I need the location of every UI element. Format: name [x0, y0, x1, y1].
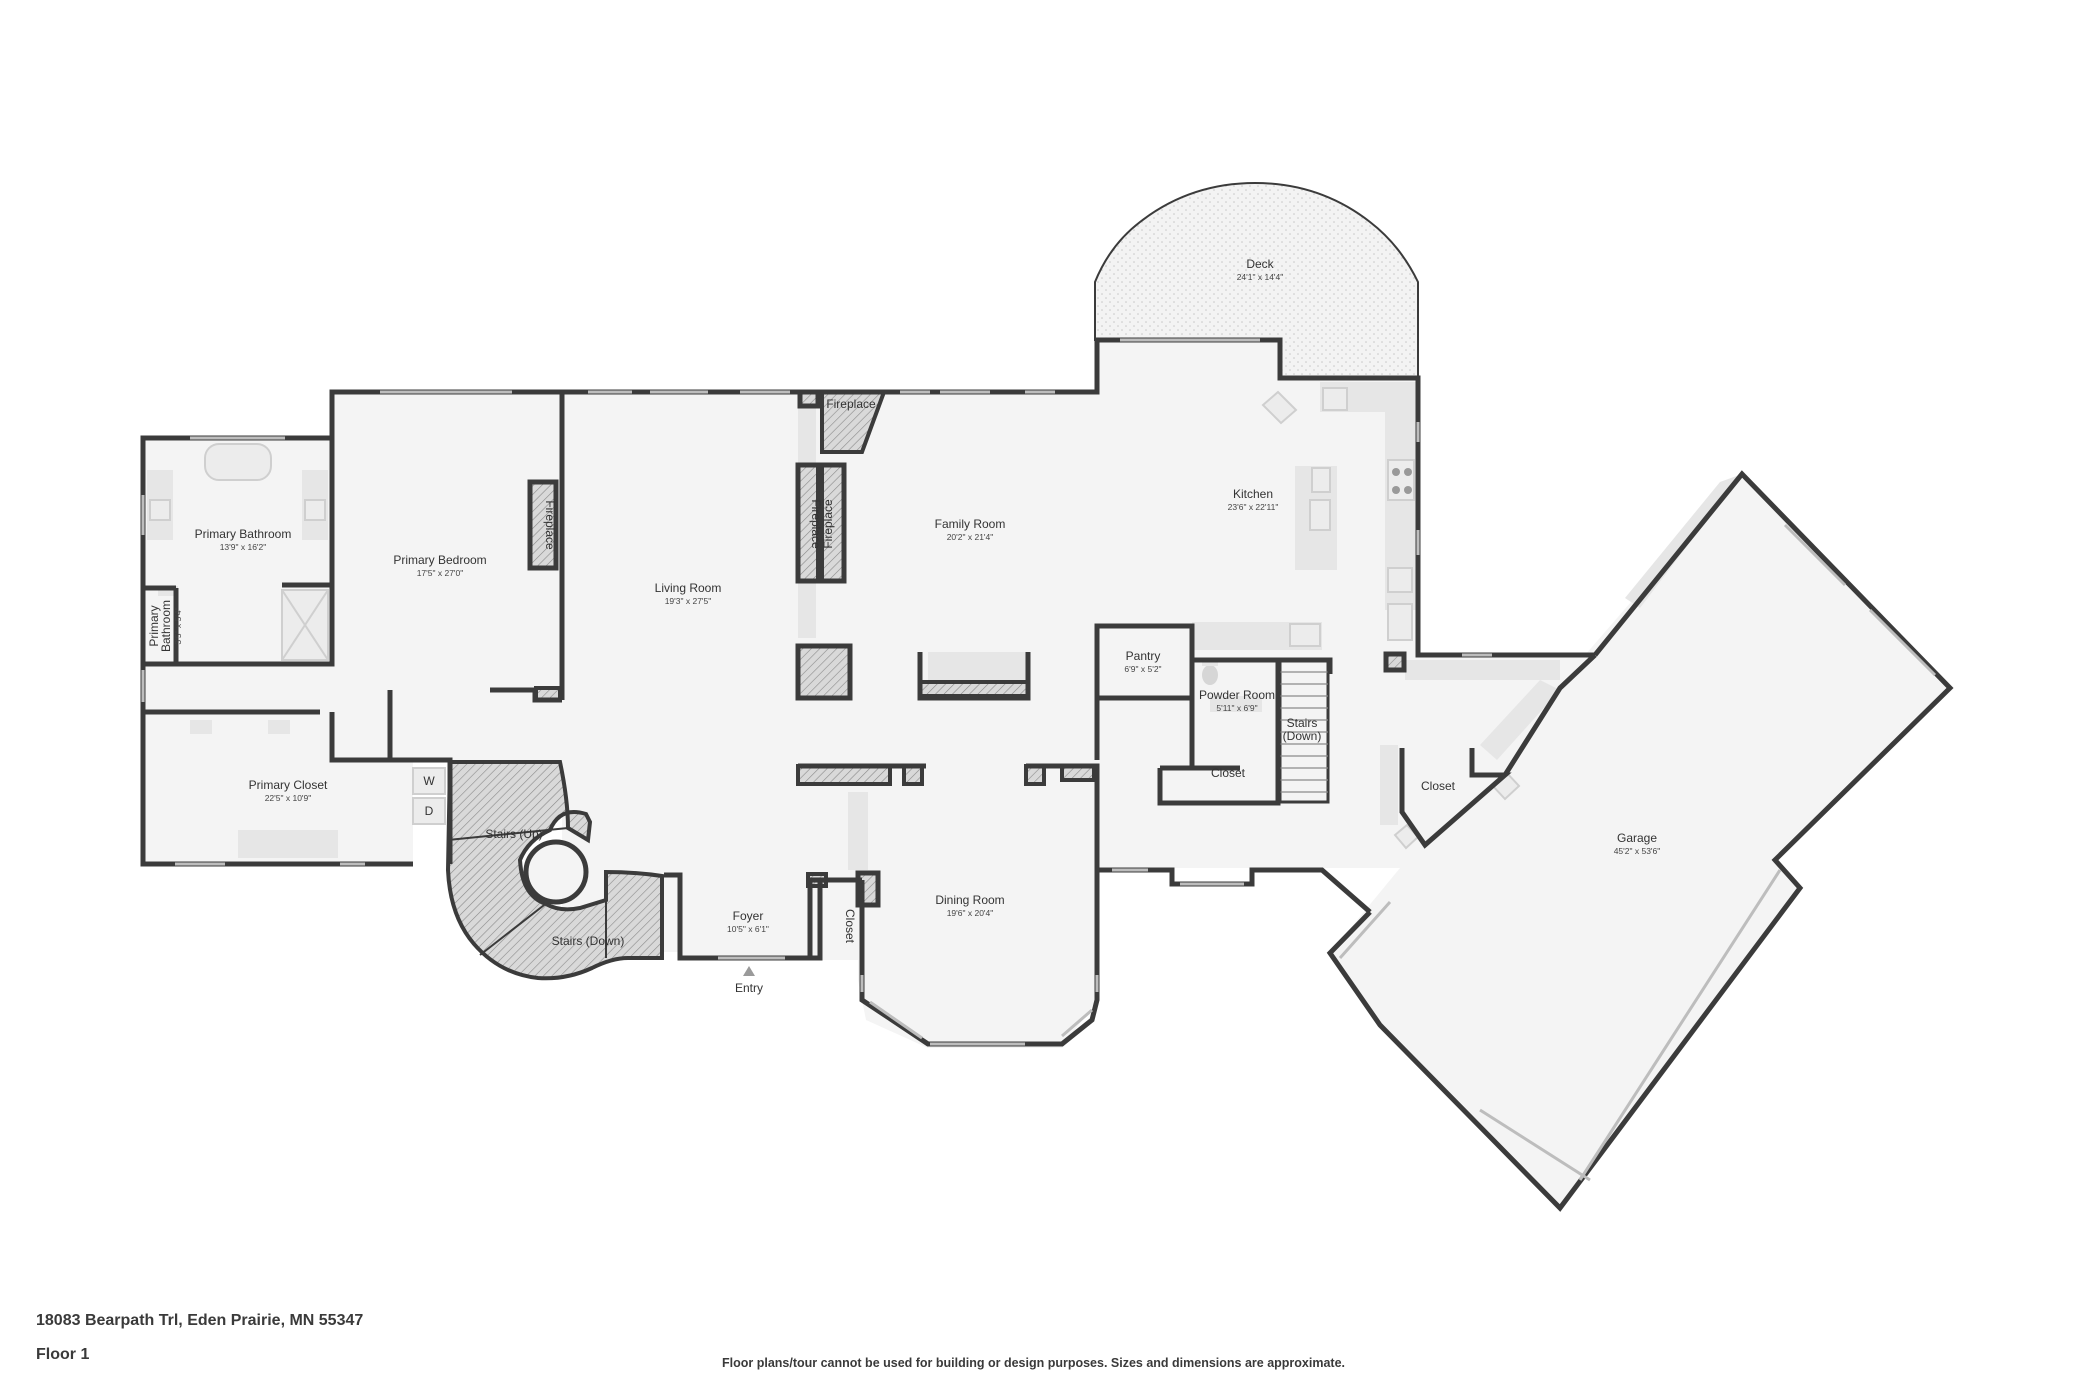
floor-label: Floor 1	[36, 1346, 90, 1363]
dim-living-room: 19'3" x 27'5"	[665, 596, 712, 606]
room-labels: Deck 24'1" x 14'4" Kitchen 23'6" x 22'11…	[147, 257, 1660, 995]
dim-deck: 24'1" x 14'4"	[1237, 272, 1284, 282]
label-stairs-down: Stairs (Down)	[552, 934, 625, 948]
label-fireplace-top: Fireplace	[826, 397, 876, 411]
disclaimer: Floor plans/tour cannot be used for buil…	[722, 1356, 1346, 1370]
label-stairs-down-right-1: Stairs	[1287, 716, 1318, 730]
svg-text:3'5" x 5'4": 3'5" x 5'4"	[173, 607, 183, 644]
spiral-stairs	[445, 760, 664, 981]
entry-marker	[743, 966, 755, 976]
dim-primary-bathroom: 13'9" x 16'2"	[220, 542, 267, 552]
label-family-room: Family Room	[935, 517, 1006, 531]
dim-primary-closet: 22'5" x 10'9"	[265, 793, 312, 803]
label-deck: Deck	[1246, 257, 1274, 271]
label-closet-right: Closet	[1421, 779, 1456, 793]
label-pantry: Pantry	[1126, 649, 1161, 663]
label-living-room: Living Room	[655, 581, 722, 595]
label-garage: Garage	[1617, 831, 1657, 845]
label-foyer: Foyer	[733, 909, 764, 923]
label-dining-room: Dining Room	[935, 893, 1004, 907]
label-entry: Entry	[735, 981, 763, 995]
dim-foyer: 10'5" x 6'1"	[727, 924, 769, 934]
label-fireplace-bedroom: Fireplace	[543, 500, 557, 550]
dim-family-room: 20'2" x 21'4"	[947, 532, 994, 542]
label-primary-closet: Primary Closet	[249, 778, 328, 792]
label-fireplace-living: Fireplace	[809, 499, 823, 549]
label-closet-foyer: Closet	[843, 909, 857, 944]
label-primary-bathroom: Primary Bathroom	[195, 527, 292, 541]
label-primary-bathroom-small: Primary Bathroom 3'5" x 5'4"	[147, 600, 183, 652]
label-dryer: D	[425, 804, 434, 818]
dim-primary-bedroom: 17'5" x 27'0"	[417, 568, 464, 578]
label-powder-room: Powder Room	[1199, 688, 1275, 702]
dim-powder-room: 5'11" x 6'9"	[1216, 703, 1257, 713]
label-closet-center: Closet	[1211, 766, 1246, 780]
svg-text:Primary: Primary	[147, 605, 161, 646]
label-kitchen: Kitchen	[1233, 487, 1273, 501]
windows	[141, 338, 1937, 1182]
dim-kitchen: 23'6" x 22'11"	[1228, 502, 1279, 512]
label-stairs-up: Stairs (Up)	[485, 827, 542, 841]
property-address: 18083 Bearpath Trl, Eden Prairie, MN 553…	[36, 1312, 364, 1329]
label-washer: W	[423, 774, 435, 788]
label-stairs-down-right-2: (Down)	[1283, 729, 1322, 743]
dim-dining-room: 19'6" x 20'4"	[947, 908, 994, 918]
dim-garage: 45'2" x 53'6"	[1614, 846, 1661, 856]
svg-text:Bathroom: Bathroom	[159, 600, 173, 652]
label-fireplace-family: Fireplace	[821, 499, 835, 549]
dim-pantry: 6'9" x 5'2"	[1124, 664, 1161, 674]
walls	[140, 337, 1954, 1212]
deck	[1094, 181, 1419, 379]
label-primary-bedroom: Primary Bedroom	[393, 553, 486, 567]
